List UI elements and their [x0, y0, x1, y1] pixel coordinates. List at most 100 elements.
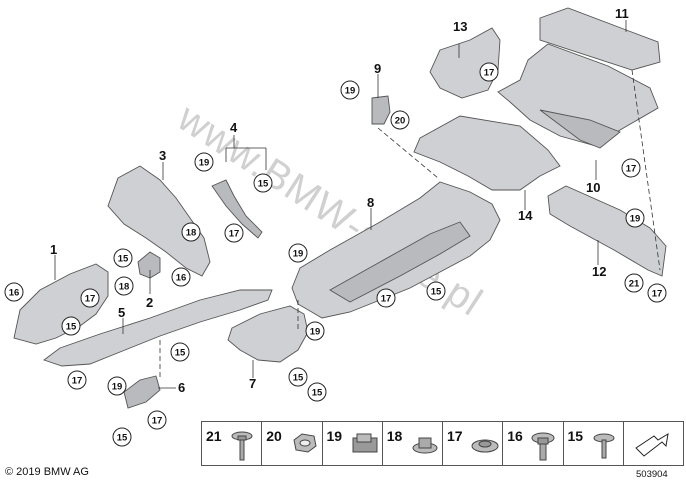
svg-text:16: 16	[9, 288, 20, 299]
part-2-bracket[interactable]	[137, 251, 161, 279]
legend-label: 16	[507, 428, 523, 444]
legend-label: 18	[386, 428, 403, 444]
part-5-shield[interactable]	[43, 289, 273, 367]
doc-number: 503904	[636, 469, 668, 480]
callout-15: 15	[426, 281, 446, 301]
part-8-main-tunnel-shield[interactable]	[291, 181, 501, 319]
part-4-bracket[interactable]	[211, 179, 263, 239]
part-number-7: 7	[249, 376, 256, 391]
callout-21: 21	[624, 273, 644, 293]
clip-nut-icon	[352, 433, 377, 453]
callout-15: 15	[112, 427, 132, 447]
part-number-1: 1	[50, 242, 57, 257]
leader-lines	[54, 20, 661, 389]
part-number-14: 14	[518, 208, 533, 223]
svg-text:15: 15	[66, 322, 77, 333]
callout-18: 18	[181, 222, 201, 242]
part-11-heat-shield[interactable]	[497, 7, 661, 149]
callout-19: 19	[305, 321, 325, 341]
part-12-side-shield[interactable]	[547, 185, 667, 277]
svg-text:19: 19	[310, 327, 321, 338]
legend-label: 21	[206, 428, 222, 444]
svg-text:16: 16	[176, 273, 187, 284]
svg-text:17: 17	[484, 68, 495, 79]
screw-icon	[593, 433, 614, 459]
legend-cell-15: 15	[564, 422, 624, 465]
part-number-9: 9	[374, 61, 381, 76]
part-number-2: 2	[146, 295, 153, 310]
callout-16: 16	[171, 267, 191, 287]
part-6-bracket[interactable]	[123, 375, 161, 409]
callout-17: 17	[621, 158, 641, 178]
legend-label: 15	[567, 428, 584, 444]
callout-16: 16	[4, 282, 24, 302]
part-number-5: 5	[118, 305, 125, 320]
part-1-shield[interactable]	[13, 263, 109, 345]
svg-text:18: 18	[119, 282, 130, 293]
part-numbers: 1 2 3 4 5 6 7 8 9 10 11 12 13 14	[50, 6, 629, 395]
legend-label: 17	[447, 428, 463, 444]
svg-text:17: 17	[72, 376, 83, 387]
callout-19: 19	[340, 80, 360, 100]
svg-text:20: 20	[395, 116, 406, 127]
part-9-bracket[interactable]	[371, 95, 391, 125]
washer-nut-icon	[471, 439, 499, 453]
callout-19: 19	[107, 376, 127, 396]
part-3-shield[interactable]	[107, 165, 211, 277]
svg-text:17: 17	[626, 164, 637, 175]
legend-cell-19: 19	[323, 422, 383, 465]
legend-label: 19	[326, 428, 343, 444]
callout-15: 15	[307, 382, 327, 402]
part-number-13: 13	[453, 19, 467, 34]
part-7-shield[interactable]	[227, 305, 309, 363]
callout-19: 19	[625, 208, 645, 228]
callout-17: 17	[479, 62, 499, 82]
hex-nut-icon	[293, 433, 317, 453]
svg-text:19: 19	[293, 249, 304, 260]
callout-15: 15	[113, 248, 133, 268]
svg-text:15: 15	[293, 373, 304, 384]
callout-17: 17	[376, 288, 396, 308]
svg-text:21: 21	[629, 279, 640, 290]
callout-19: 19	[194, 152, 214, 172]
part-number-11: 11	[615, 6, 629, 21]
svg-text:19: 19	[199, 158, 210, 169]
legend-cell-arrow	[624, 422, 683, 465]
part-number-8: 8	[367, 195, 374, 210]
callout-15: 15	[170, 342, 190, 362]
callout-15: 15	[288, 367, 308, 387]
copyright: © 2019 BMW AG	[5, 466, 89, 478]
svg-text:18: 18	[186, 228, 197, 239]
svg-text:15: 15	[258, 179, 269, 190]
svg-text:19: 19	[630, 214, 641, 225]
part-14-tunnel-shield[interactable]	[413, 115, 561, 191]
fastener-legend: 21 20 19 18 17 16	[201, 421, 684, 466]
callout-17: 17	[80, 288, 100, 308]
svg-text:15: 15	[175, 348, 186, 359]
callout-19: 19	[288, 243, 308, 263]
callout-17: 17	[147, 410, 167, 430]
callouts: 16 17 15 17 19 15 17 15 18 16 15 18 19 1…	[4, 62, 667, 447]
svg-text:19: 19	[112, 382, 123, 393]
svg-text:19: 19	[345, 86, 356, 97]
callout-15: 15	[61, 316, 81, 336]
callout-17: 17	[224, 223, 244, 243]
callout-17: 17	[67, 370, 87, 390]
svg-text:15: 15	[117, 433, 128, 444]
svg-text:15: 15	[431, 287, 442, 298]
svg-text:15: 15	[118, 254, 129, 265]
direction-arrow-icon	[634, 433, 669, 457]
svg-text:15: 15	[312, 388, 323, 399]
legend-cell-18: 18	[383, 422, 443, 465]
legend-cell-16: 16	[503, 422, 564, 465]
svg-text:17: 17	[381, 294, 392, 305]
part-number-3: 3	[159, 148, 166, 163]
legend-cell-17: 17	[443, 422, 504, 465]
collar-screw-icon	[531, 432, 555, 461]
legend-label: 20	[266, 428, 282, 444]
flange-nut-icon	[412, 437, 438, 454]
callout-15: 15	[253, 173, 273, 193]
callout-20: 20	[390, 110, 410, 130]
part-number-12: 12	[592, 264, 606, 279]
